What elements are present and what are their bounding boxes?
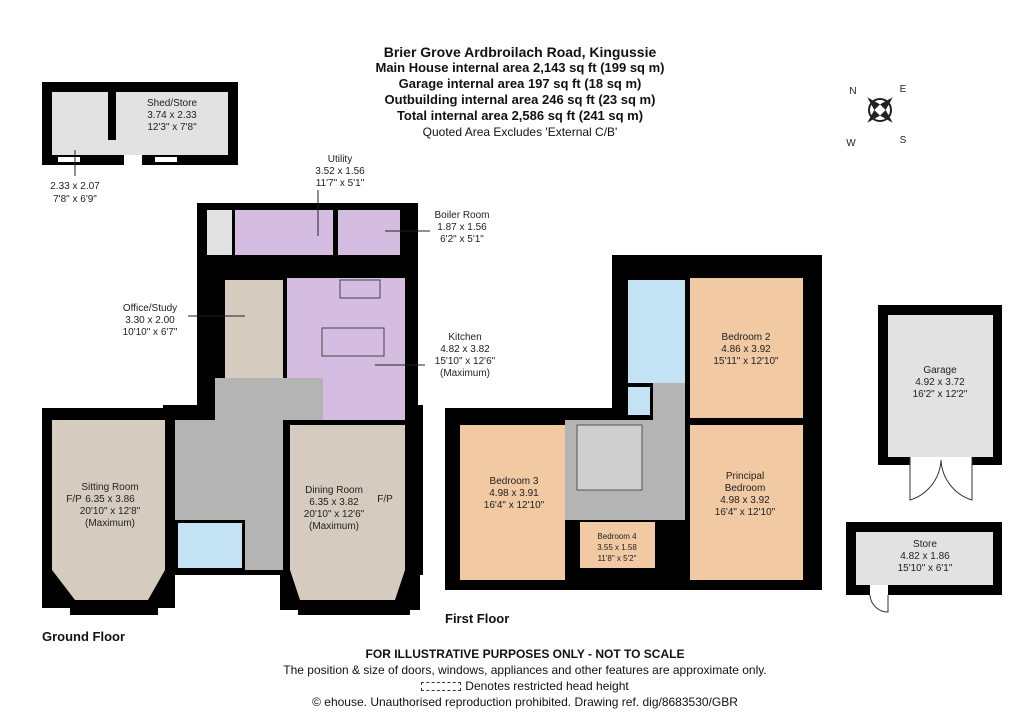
sitting-imperial: 20'10" x 12'8" (80, 506, 141, 517)
shed-name: Shed/Store (147, 98, 197, 109)
kitchen-metric: 4.82 x 3.82 (440, 344, 490, 355)
garage-name: Garage (923, 365, 957, 376)
shed-metric: 3.74 x 2.33 (147, 110, 197, 121)
sitting-metric: 6.35 x 3.86 (85, 494, 135, 505)
area-note: Quoted Area Excludes 'External C/B' (422, 125, 618, 139)
legend: Denotes restricted head height (200, 678, 850, 694)
plan-footer: FOR ILLUSTRATIVE PURPOSES ONLY - NOT TO … (200, 646, 850, 710)
garage-plan: Garage 4.92 x 3.72 16'2" x 12'2" (878, 305, 1002, 501)
sitting-name: Sitting Room (81, 482, 138, 493)
bedroom3-imperial: 16'4" x 12'10" (484, 500, 545, 511)
shed-small-metric: 2.33 x 2.07 (50, 181, 100, 192)
sitting-fireplace: F/P (66, 494, 82, 505)
store-metric: 4.82 x 1.86 (900, 551, 950, 562)
store-plan: Store 4.82 x 1.86 15'10" x 6'1" (846, 522, 1002, 613)
dining-metric: 6.35 x 3.82 (309, 497, 359, 508)
utility-imperial: 11'7" x 5'1" (316, 178, 365, 189)
bedroom2-name: Bedroom 2 (722, 332, 771, 343)
plan-header: Brier Grove Ardbroilach Road, Kingussie … (330, 44, 710, 140)
legend-text: Denotes restricted head height (465, 679, 629, 693)
store-imperial: 15'10" x 6'1" (898, 563, 953, 574)
bedroom4-metric: 3.55 x 1.58 (597, 543, 637, 552)
utility-name: Utility (328, 154, 352, 165)
boiler-metric: 1.87 x 1.56 (437, 222, 487, 233)
boiler-imperial: 6'2" x 5'1" (440, 234, 484, 245)
dining-name: Dining Room (305, 485, 363, 496)
office-name: Office/Study (123, 303, 177, 314)
bedroom2-metric: 4.86 x 3.92 (721, 344, 771, 355)
utility-metric: 3.52 x 1.56 (315, 166, 365, 177)
sitting-note: (Maximum) (85, 518, 135, 529)
principal-name-1: Principal (726, 471, 764, 482)
disclaimer: FOR ILLUSTRATIVE PURPOSES ONLY - NOT TO … (365, 647, 685, 661)
area-main: Main House internal area 2,143 sq ft (19… (375, 60, 665, 75)
ground-floor-label: Ground Floor (42, 629, 125, 644)
ground-floor-plan: Utility 3.52 x 1.56 11'7" x 5'1" Boiler … (42, 154, 496, 644)
bedroom4-imperial: 11'8" x 5'2" (598, 554, 637, 563)
kitchen-imperial: 15'10" x 12'6" (435, 356, 496, 367)
compass-e: E (900, 84, 907, 95)
bedroom3-metric: 4.98 x 3.91 (489, 488, 539, 499)
copyright: © ehouse. Unauthorised reproduction proh… (312, 695, 738, 709)
first-floor-label: First Floor (445, 611, 509, 626)
principal-imperial: 16'4" x 12'10" (715, 507, 776, 518)
compass-s: S (900, 135, 907, 146)
principal-metric: 4.98 x 3.92 (720, 495, 770, 506)
property-title: Brier Grove Ardbroilach Road, Kingussie (383, 44, 657, 60)
shed-small-imperial: 7'8" x 6'9" (53, 194, 97, 205)
area-total: Total internal area 2,586 sq ft (241 sq … (396, 108, 644, 123)
office-imperial: 10'10" x 6'7" (123, 327, 178, 338)
compass-icon: N E S W (846, 84, 906, 149)
bedroom4-name: Bedroom 4 (597, 532, 637, 541)
store-name: Store (913, 539, 937, 550)
kitchen-note: (Maximum) (440, 368, 490, 379)
office-metric: 3.30 x 2.00 (125, 315, 175, 326)
restricted-head-height-icon (421, 682, 462, 692)
dining-imperial: 20'10" x 12'6" (304, 509, 365, 520)
principal-name-2: Bedroom (725, 483, 766, 494)
garage-metric: 4.92 x 3.72 (915, 377, 965, 388)
approximation-note: The position & size of doors, windows, a… (283, 663, 767, 677)
compass-w: W (846, 138, 856, 149)
boiler-name: Boiler Room (434, 210, 489, 221)
first-floor-plan: Bedroom 2 4.86 x 3.92 15'11" x 12'10" Be… (445, 255, 822, 626)
bedroom2-imperial: 15'11" x 12'10" (713, 356, 779, 367)
area-outbuilding: Outbuilding internal area 246 sq ft (23 … (384, 92, 656, 107)
shed-imperial: 12'3" x 7'8" (147, 122, 197, 133)
compass-n: N (849, 86, 856, 97)
dining-fireplace: F/P (377, 494, 393, 505)
area-garage: Garage internal area 197 sq ft (18 sq m) (398, 76, 642, 91)
dining-note: (Maximum) (309, 521, 359, 532)
garage-imperial: 16'2" x 12'2" (913, 389, 968, 400)
outbuilding-shed: Shed/Store 3.74 x 2.33 12'3" x 7'8" 2.33… (42, 82, 238, 205)
bedroom3-name: Bedroom 3 (490, 476, 539, 487)
kitchen-name: Kitchen (448, 332, 481, 343)
